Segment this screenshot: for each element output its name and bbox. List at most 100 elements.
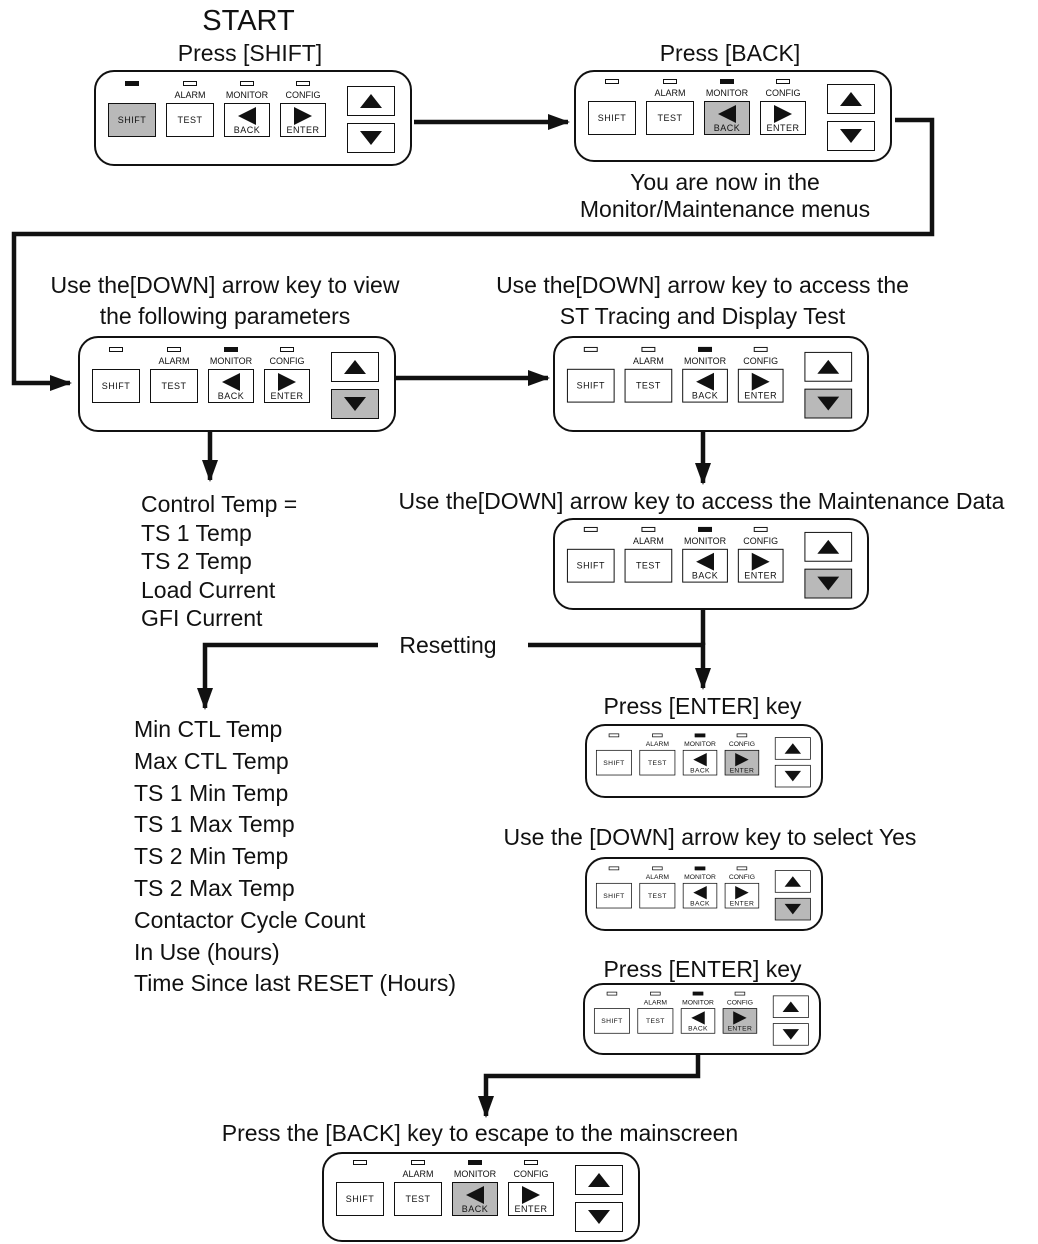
up-key[interactable]	[804, 532, 853, 563]
back-arrow-icon	[696, 553, 714, 571]
shift-key[interactable]: SHIFT	[566, 369, 615, 403]
test-key[interactable]: TEST	[639, 883, 676, 909]
down-key[interactable]	[331, 389, 379, 419]
enter-key[interactable]: ENTER	[722, 1008, 758, 1034]
up-key[interactable]	[575, 1165, 623, 1195]
config-label: CONFIG	[513, 1169, 549, 1179]
shift-led	[608, 866, 620, 871]
now-in-label-2: Monitor/Maintenance menus	[579, 196, 871, 222]
enter-key[interactable]: ENTER	[724, 883, 760, 909]
down-key[interactable]	[774, 898, 811, 921]
monitor-led	[720, 79, 734, 84]
down-arrow-icon	[840, 129, 862, 143]
test-key[interactable]: TEST	[150, 369, 198, 403]
down-key[interactable]	[347, 123, 395, 153]
back-key-label: BACK	[233, 125, 261, 135]
enter-key[interactable]: ENTER	[724, 750, 760, 776]
shift-key[interactable]: SHIFT	[588, 101, 636, 135]
back-key[interactable]: BACK	[208, 369, 254, 403]
enter-key[interactable]: ENTER	[264, 369, 310, 403]
shift-key[interactable]: SHIFT	[336, 1182, 384, 1216]
alarm-label: ALARM	[632, 536, 664, 547]
back-key-label: BACK	[691, 570, 719, 581]
test-key[interactable]: TEST	[646, 101, 694, 135]
back-key[interactable]: BACK	[682, 750, 718, 776]
shift-key[interactable]: SHIFT	[92, 369, 140, 403]
enter-key[interactable]: ENTER	[737, 369, 784, 403]
back-key[interactable]: BACK	[680, 1008, 716, 1034]
test-key[interactable]: TEST	[637, 1008, 674, 1034]
test-key[interactable]: TEST	[394, 1182, 442, 1216]
back-key[interactable]: BACK	[452, 1182, 498, 1216]
enter-key[interactable]: ENTER	[760, 101, 806, 135]
up-key[interactable]	[347, 86, 395, 116]
shift-key[interactable]: SHIFT	[595, 750, 632, 776]
back-key[interactable]: BACK	[682, 369, 728, 403]
monitor-label: MONITOR	[684, 356, 727, 367]
monitor-led	[698, 347, 713, 353]
shift-key[interactable]: SHIFT	[595, 883, 632, 909]
monitor-led	[224, 347, 238, 352]
back-key-label: BACK	[691, 390, 719, 401]
up-key[interactable]	[774, 870, 811, 893]
back-arrow-icon	[222, 373, 240, 391]
up-key[interactable]	[804, 352, 853, 383]
config-led	[736, 733, 748, 738]
alarm-led	[641, 527, 656, 533]
back-key[interactable]: BACK	[682, 883, 718, 909]
maintenance-item: TS 2 Max Temp	[134, 874, 295, 901]
config-label: CONFIG	[728, 873, 756, 882]
back-arrow-icon	[466, 1186, 484, 1204]
monitor-led	[694, 866, 706, 871]
alarm-label: ALARM	[158, 356, 190, 366]
down-key[interactable]	[827, 121, 875, 151]
down-key[interactable]	[575, 1202, 623, 1232]
back-arrow-icon	[693, 886, 707, 900]
arrow-resetting-left	[197, 642, 378, 710]
down-key[interactable]	[772, 1023, 809, 1046]
arrow-enter-to-back	[478, 1054, 701, 1118]
enter-key[interactable]: ENTER	[280, 103, 326, 137]
shift-key[interactable]: SHIFT	[566, 549, 615, 583]
test-key[interactable]: TEST	[639, 750, 676, 776]
enter-key[interactable]: ENTER	[508, 1182, 554, 1216]
back-arrow-icon	[238, 107, 256, 125]
enter-arrow-icon	[751, 373, 770, 391]
up-key[interactable]	[772, 995, 809, 1019]
test-key[interactable]: TEST	[624, 369, 673, 403]
up-key[interactable]	[774, 737, 811, 760]
up-arrow-icon	[784, 743, 802, 755]
enter-key[interactable]: ENTER	[737, 549, 784, 583]
enter-arrow-icon	[735, 886, 749, 900]
down-key[interactable]	[774, 765, 811, 788]
up-key[interactable]	[331, 352, 379, 382]
down-key[interactable]	[804, 388, 853, 419]
test-key[interactable]: TEST	[166, 103, 214, 137]
maintenance-item: TS 1 Max Temp	[134, 811, 295, 838]
up-key[interactable]	[827, 84, 875, 114]
test-key[interactable]: TEST	[624, 549, 673, 583]
parameter-item: Load Current	[141, 576, 276, 603]
back-key-label: BACK	[690, 766, 710, 775]
alarm-led	[652, 866, 663, 871]
resetting-label: Resetting	[399, 632, 497, 658]
shift-key[interactable]: SHIFT	[108, 103, 156, 137]
down-key[interactable]	[804, 568, 853, 599]
config-label: CONFIG	[269, 356, 305, 366]
view-params-label-1: Use the[DOWN] arrow key to view	[50, 272, 400, 298]
back-key[interactable]: BACK	[224, 103, 270, 137]
back-key[interactable]: BACK	[704, 101, 750, 135]
maintenance-item: In Use (hours)	[134, 938, 280, 965]
press-enter-label-2: Press [ENTER] key	[603, 956, 802, 982]
alarm-led	[411, 1160, 425, 1165]
back-key[interactable]: BACK	[682, 549, 728, 583]
shift-key[interactable]: SHIFT	[593, 1008, 630, 1034]
